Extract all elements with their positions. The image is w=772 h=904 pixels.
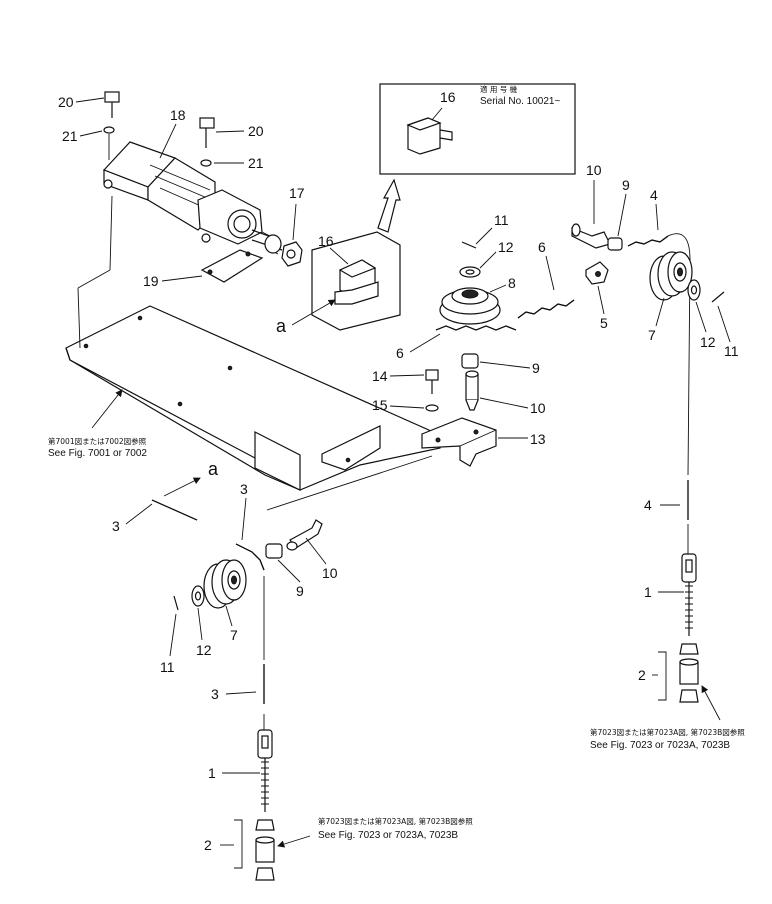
callout-11-a: 11 [494,212,509,228]
callout-12-c: 12 [196,642,212,658]
ref-7023-en-right: See Fig. 7023 or 7023A, 7023B [590,740,730,751]
callout-8: 8 [508,275,516,291]
chain-6-b: 6 [517,239,575,319]
idler-shaft-10-upper: 10 [571,162,611,249]
callout-a-1: a [276,316,287,336]
callout-21-a: 21 [62,128,78,144]
callout-4-a: 4 [650,187,658,203]
callout-3-c: 3 [211,686,219,702]
callout-13: 13 [530,431,546,447]
callout-1-b: 1 [644,584,652,600]
callout-12-b: 12 [700,334,716,350]
rod-1-right: 1 [644,553,697,636]
callout-6-b: 6 [538,239,546,255]
callout-a-2: a [208,459,219,479]
bracket-16-frame: 16 a [276,231,401,336]
callout-18: 18 [170,107,186,123]
callout-9-a: 9 [622,177,630,193]
bolt-20-right: 20 21 [199,117,264,171]
callout-14: 14 [372,368,388,384]
washer-12-right: 12 [687,279,716,350]
chain-4-lower: 4 [644,480,689,554]
callout-10-c: 10 [322,565,338,581]
callout-10-a: 10 [586,162,602,178]
bushing-9-upper: 9 [607,177,630,251]
callout-3-b: 3 [240,481,248,497]
sprocket-7-right: 7 [648,251,693,343]
ref-7023-en-left: See Fig. 7023 or 7023A, 7023B [318,830,458,841]
cylinder-18: 18 [77,107,283,349]
ref-7023-jp-left: 第7023図または第7023A図, 第7023B図参照 [318,816,473,826]
bolt-20-left: 20 21 [58,91,120,160]
shaft-10-center: 10 [465,370,546,416]
callout-6-a: 6 [396,345,404,361]
callout-17: 17 [289,185,305,201]
rod-1-left: 1 [208,729,273,812]
washer-15: 15 [372,397,439,413]
chain-3-upper: 3 [235,481,265,660]
bracket-13: 13 [421,417,546,467]
callout-12-a: 12 [498,239,514,255]
ref-note-7001: 第7001図または7002図参照 See Fig. 7001 or 7002 [48,389,147,459]
callout-10-b: 10 [530,400,546,416]
clip-5: 5 [585,261,609,331]
callout-19: 19 [143,273,159,289]
callout-7-a: 7 [648,327,656,343]
ref-7023-jp-right: 第7023図または第7023A図, 第7023B図参照 [590,727,745,737]
serial-inset: 適 用 号 機 Serial No. 10021~ 16 [379,83,576,175]
bolt-14: 14 [372,368,439,394]
inset-jp-text: 適 用 号 機 [480,84,518,94]
callout-9-b: 9 [532,360,540,376]
main-plate [65,305,441,511]
callout-20-a: 20 [58,94,74,110]
callout-9-c: 9 [296,583,304,599]
nuts-2-left: 2 第7023図または第7023A図, 第7023B図参照 See Fig. 7… [204,816,473,881]
callout-1-a: 1 [208,765,216,781]
callout-16: 16 [318,233,334,249]
callout-21-b: 21 [248,155,264,171]
pin-11-upper: 11 12 [459,212,514,278]
bushing-9-center: 9 [461,353,540,376]
bushing-9-lower: 9 [265,543,304,599]
sprocket-7-left: 7 [203,559,247,643]
callout-4-b: 4 [644,497,652,513]
inset-part-16: 16 [440,89,456,105]
pin-11-right: 11 [711,291,739,359]
bracket-19: 19 [143,249,264,289]
nut-17: 17 [281,185,305,267]
ref-7001-en: See Fig. 7001 or 7002 [48,448,147,459]
callout-3-a: 3 [112,518,120,534]
pin-11-left: 11 [160,595,179,675]
inset-serial-text: Serial No. 10021~ [480,96,560,107]
ref-a-2: a [163,459,219,497]
ref-7001-jp: 第7001図または7002図参照 [48,436,147,446]
shaft-10-lower: 10 [286,519,338,581]
chain-4-upper: 4 [627,187,691,476]
sprocket-8: 8 [439,275,516,325]
washer-12-left: 12 [191,585,212,658]
nuts-2-right: 2 第7023図または第7023A図, 第7023B図参照 See Fig. 7… [590,643,745,751]
chain-3-left: 3 [112,499,198,534]
chain-3-lower: 3 [211,664,265,730]
callout-2-b: 2 [638,667,646,683]
callout-20-b: 20 [248,123,264,139]
callout-11-c: 11 [160,659,175,675]
callout-5: 5 [600,315,608,331]
callout-7-b: 7 [230,627,238,643]
inset-bracket-16 [406,117,453,155]
inset-arrow [377,178,401,233]
callout-11-b: 11 [724,343,739,359]
callout-15: 15 [372,397,388,413]
chain-6-a: 6 [396,325,517,361]
callout-2-a: 2 [204,837,212,853]
